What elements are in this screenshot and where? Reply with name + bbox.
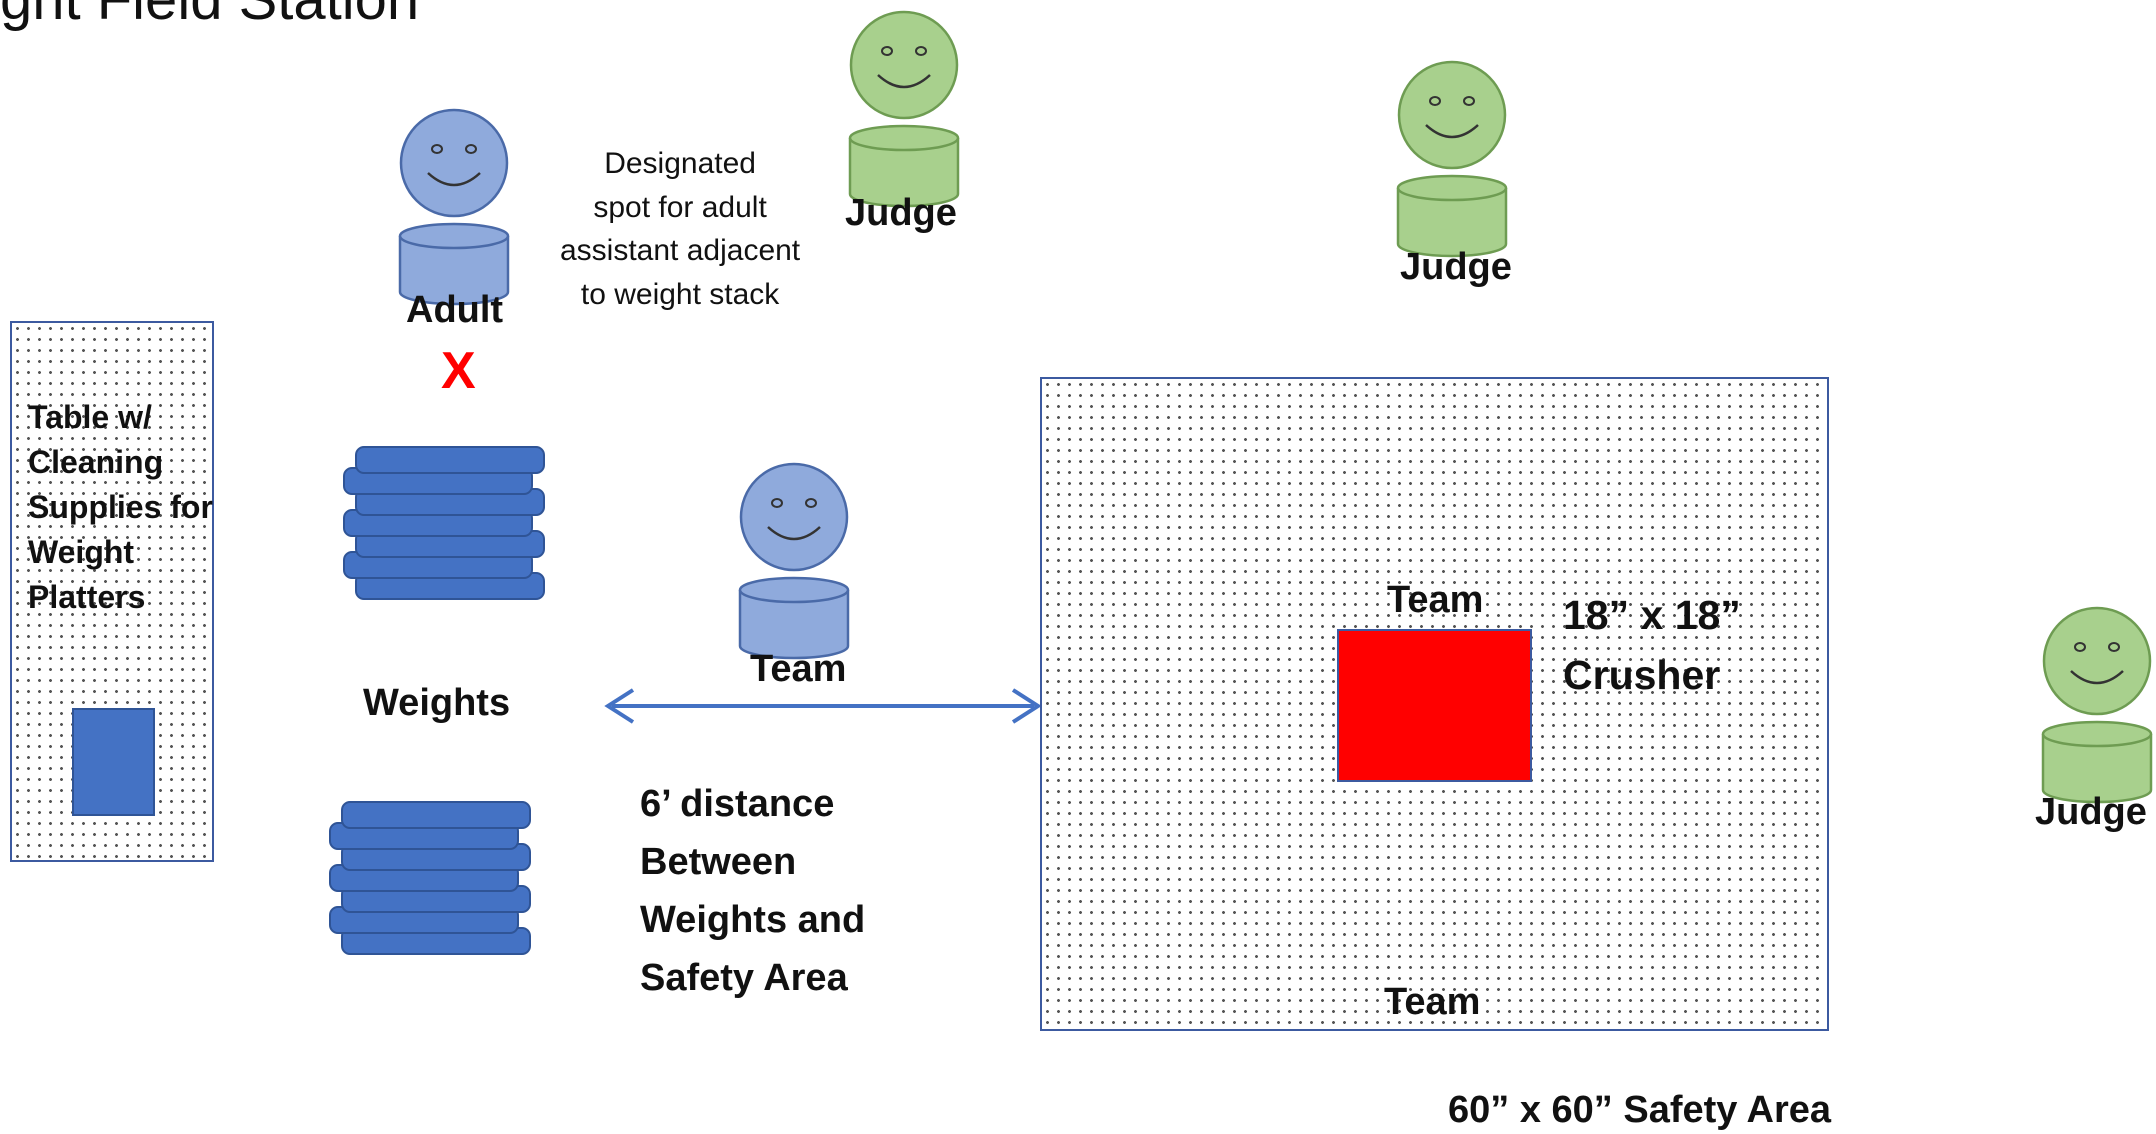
judge-figure-right — [2041, 606, 2153, 804]
page-title: ght Field Station — [0, 0, 419, 33]
team-label-safety-top: Team — [1387, 579, 1484, 621]
designated-spot-note: Designated spot for adult assistant adja… — [560, 147, 801, 311]
crusher-square — [1337, 629, 1532, 782]
table-label: Table w/ Cleaning Supplies for Weight Pl… — [28, 399, 213, 615]
judge-label-upper-right: Judge — [1400, 246, 1512, 288]
weight-plate — [341, 801, 531, 829]
team-label-center: Team — [750, 648, 847, 690]
safety-area — [1040, 377, 1829, 1031]
distance-note: 6’ distance Between Weights and Safety A… — [640, 783, 866, 999]
safety-area-label: 60” x 60” Safety Area — [1448, 1089, 1832, 1131]
weight-stack-upper — [343, 446, 545, 600]
adult-label: Adult — [406, 289, 504, 331]
crusher-label: 18” x 18” Crusher — [1563, 592, 1741, 698]
judge-label-right: Judge — [2035, 791, 2147, 833]
adult-marker: X — [441, 342, 476, 400]
team-label-safety-bottom: Team — [1384, 981, 1481, 1023]
weight-plate — [355, 446, 545, 474]
weights-label: Weights — [363, 682, 511, 724]
team-figure-center — [738, 462, 850, 660]
judge-figure-upper-right — [1396, 60, 1508, 258]
judge-figure-top — [848, 10, 960, 208]
adult-figure — [398, 108, 510, 306]
cleaning-supplies-box — [72, 708, 155, 816]
cleaning-table — [10, 321, 214, 862]
judge-label-top: Judge — [845, 192, 957, 234]
weight-stack-lower — [329, 801, 531, 955]
